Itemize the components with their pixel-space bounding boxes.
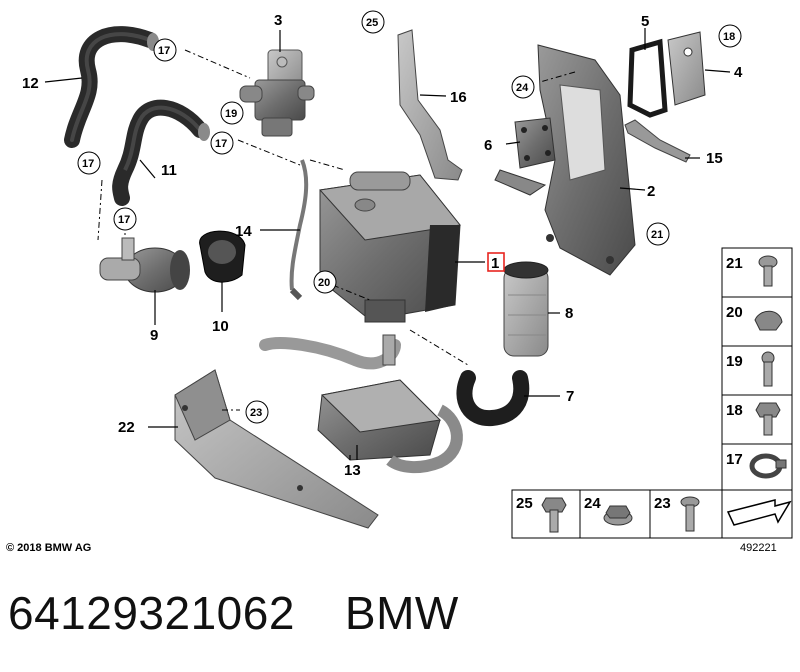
callout-20: 20 [318,277,330,289]
callout-21: 21 [651,229,663,241]
callout-17-left: 17 [82,158,94,170]
exhaust-13 [259,334,463,473]
legend-17: 17 [726,451,743,468]
valve-3 [239,49,315,137]
page-arrow-icon [726,499,792,526]
callout-6: 6 [484,137,492,154]
callout-12: 12 [22,75,39,92]
hose-11 [112,99,210,206]
fuel-line-14 [289,159,309,301]
callout-13: 13 [344,462,361,479]
reference-number: 492221 [740,542,777,554]
part-footer: 64129321062 BMW [8,586,459,640]
callout-11: 11 [161,162,177,179]
legend-20: 20 [726,304,743,321]
legend-23: 23 [654,495,671,512]
callout-15: 15 [706,150,723,167]
clamp-10 [199,230,246,283]
callout-9: 9 [150,327,158,344]
callout-8: 8 [565,305,573,322]
legend-19: 19 [726,353,743,370]
muffler-8 [503,261,549,357]
callout-14: 14 [235,223,252,240]
bracket-16 [397,29,463,181]
leader-lines [44,28,731,460]
bracket-2 [537,44,636,276]
legend-21: 21 [726,255,743,272]
callout-5: 5 [641,13,649,30]
callout-22: 22 [118,419,135,436]
screw-19-icon [761,351,775,387]
pump-9 [99,237,190,293]
callout-17-mid: 17 [215,138,227,150]
callout-3: 3 [274,12,282,29]
callout-10: 10 [212,318,229,335]
hose-7 [456,370,530,427]
bolt-25-icon [541,497,567,533]
clip-20-icon [754,310,783,331]
plate-6 [494,117,556,196]
nut-24-icon [603,505,633,526]
legend-25: 25 [516,495,533,512]
callout-1: 1 [491,255,499,272]
callout-4: 4 [734,64,743,81]
screw-21-icon [758,255,778,287]
bolt-18-icon [755,402,781,436]
hose-clamp-17-icon [749,453,787,479]
bracket-15 [624,119,691,163]
plate-4 [667,31,706,106]
callout-17-top: 17 [158,45,170,57]
part-number: 64129321062 [8,587,295,639]
callout-24: 24 [516,82,529,94]
callout-19: 19 [225,108,237,120]
hose-12 [64,26,159,148]
gasket-5 [627,38,668,118]
highlight-box [487,252,505,272]
brand-name: BMW [344,587,459,639]
callout-16: 16 [450,89,467,106]
callout-2: 2 [647,183,655,200]
heater-unit-1 [319,171,461,323]
legend-24: 24 [584,495,601,512]
callout-17-pump: 17 [118,214,130,226]
screw-23-icon [680,496,700,532]
callout-7: 7 [566,388,574,405]
circled-callouts [77,10,742,424]
callout-18: 18 [723,31,735,43]
hardware-legend-column [721,247,793,495]
legend-18: 18 [726,402,743,419]
callout-25: 25 [366,17,378,29]
leader-dashes [97,49,576,411]
callout-23: 23 [250,407,262,419]
copyright: © 2018 BMW AG [6,542,92,554]
